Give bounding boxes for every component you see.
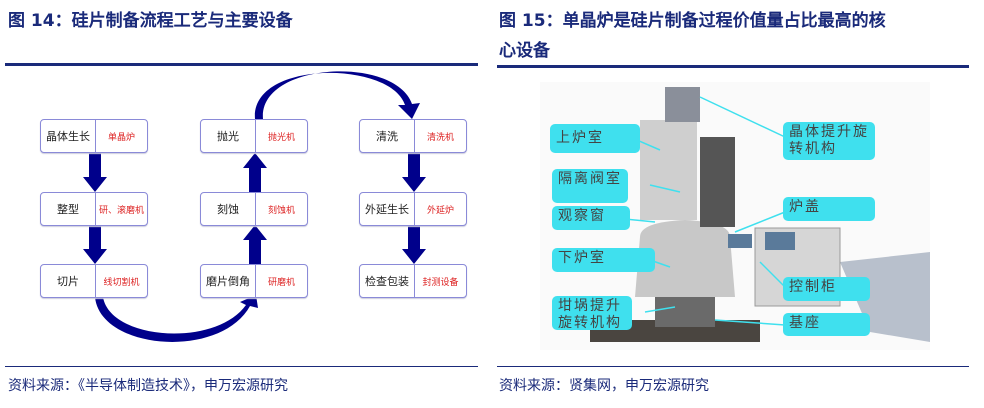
label-crucible-lift: 坩埚提升旋转机构 xyxy=(552,296,632,331)
process-label: 整型 xyxy=(41,193,96,225)
figure-15-title-line2: 心设备 xyxy=(499,41,550,61)
equipment-label: 单晶炉 xyxy=(107,132,135,143)
equipment-label: 封测设备 xyxy=(422,277,459,288)
step-box: 切片线切割机 xyxy=(40,264,148,298)
equipment-label: 研、滚磨机 xyxy=(98,205,144,216)
process-label: 晶体生长 xyxy=(41,120,96,152)
process-label: 切片 xyxy=(41,265,96,297)
bottom-rule-left xyxy=(5,366,478,367)
process-label: 抛光 xyxy=(201,120,256,152)
curved-arrow-top xyxy=(254,71,420,119)
process-label: 清洗 xyxy=(360,120,415,152)
step-box: 外延生长外延炉 xyxy=(359,192,467,226)
label-crystal-lift: 晶体提升旋转机构 xyxy=(783,122,875,160)
label-base: 基座 xyxy=(783,313,870,336)
equipment-label: 刻蚀机 xyxy=(267,205,295,216)
step-box: 整型研、滚磨机 xyxy=(40,192,148,226)
equipment-label: 抛光机 xyxy=(267,132,295,143)
equipment-label: 研磨机 xyxy=(267,277,295,288)
title-rule-right xyxy=(497,65,969,68)
arrow-up xyxy=(243,225,267,264)
figure-14-title: 图 14：硅片制备流程工艺与主要设备 xyxy=(8,11,293,31)
step-box: 抛光抛光机 xyxy=(200,119,308,153)
label-isolation-valve: 隔离阀室 xyxy=(552,169,628,203)
bottom-rule-right xyxy=(497,366,969,367)
arrow-down xyxy=(402,225,426,264)
arrow-down xyxy=(83,153,107,192)
step-box: 磨片倒角研磨机 xyxy=(200,264,308,298)
process-label: 磨片倒角 xyxy=(201,265,256,297)
arrow-down xyxy=(402,153,426,192)
label-control-cabinet: 控制柜 xyxy=(783,277,870,301)
source-left: 资料来源：《半导体制造技术》，申万宏源研究 xyxy=(8,378,288,394)
label-lower-chamber: 下炉室 xyxy=(552,248,655,272)
process-label: 外延生长 xyxy=(360,193,415,225)
equipment-label: 清洗机 xyxy=(426,132,454,143)
step-box: 晶体生长单晶炉 xyxy=(40,119,148,153)
curved-arrow-bottom xyxy=(95,295,258,342)
label-view-window: 观察窗 xyxy=(552,206,630,230)
arrow-up xyxy=(243,153,267,192)
step-box: 检查包装封测设备 xyxy=(359,264,467,298)
label-furnace-lid: 炉盖 xyxy=(783,197,875,221)
process-label: 检查包装 xyxy=(360,265,415,297)
step-box: 刻蚀刻蚀机 xyxy=(200,192,308,226)
arrow-down xyxy=(83,225,107,264)
figure-15-title-line1: 图 15：单晶炉是硅片制备过程价值量占比最高的核 xyxy=(499,11,886,31)
title-rule-left xyxy=(5,63,478,66)
process-label: 刻蚀 xyxy=(201,193,256,225)
label-upper-chamber: 上炉室 xyxy=(550,124,640,153)
flow-arrows xyxy=(83,71,426,342)
equipment-label: 线切割机 xyxy=(103,277,140,288)
source-right: 资料来源：贤集网，申万宏源研究 xyxy=(499,378,709,394)
step-box: 清洗清洗机 xyxy=(359,119,467,153)
equipment-label: 外延炉 xyxy=(426,205,454,216)
